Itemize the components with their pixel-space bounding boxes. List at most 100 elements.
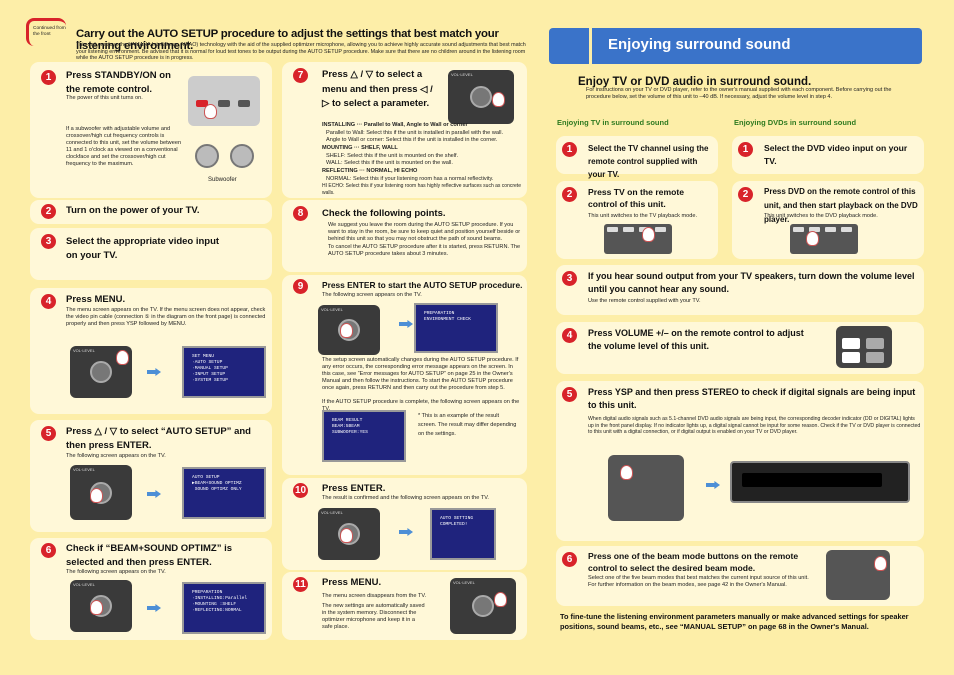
- step-number: 2: [738, 187, 753, 202]
- remote-control-image: [608, 455, 684, 521]
- step-title: Check if “BEAM+SOUND OPTIMZ” is selected…: [66, 543, 233, 568]
- arrow-icon: [147, 368, 161, 376]
- install-line-6: WALL: Select this if the unit is mounted…: [326, 160, 453, 166]
- step-desc: This unit switches to the DVD playback m…: [764, 213, 878, 219]
- install-line-9: HI ECHO: Select this if your listening r…: [322, 183, 521, 196]
- step-desc: We suggest you leave the room during the…: [328, 222, 521, 242]
- step-number: 11: [293, 577, 308, 592]
- banner: Enjoying surround sound: [592, 28, 922, 64]
- step-title: Press YSP and then press STEREO to check…: [588, 387, 916, 410]
- arrow-icon: [147, 604, 161, 612]
- step-extra: If a subwoofer with adjustable volume an…: [66, 126, 182, 167]
- hand-pointer-icon: [90, 488, 103, 503]
- step-desc: When digital audio signals such as 5.1-c…: [588, 416, 921, 435]
- step-title: Press △ / ▽ to select “AUTO SETUP” and t…: [66, 426, 251, 451]
- tv-step-1-card: 1 Select the TV channel using the remote…: [556, 136, 718, 179]
- step-number: 5: [562, 387, 577, 402]
- step-number: 10: [293, 483, 308, 498]
- step-6-card: 6 Check if “BEAM+SOUND OPTIMZ” is select…: [30, 538, 272, 640]
- banner-square: [549, 28, 589, 64]
- tv-screen-auto-setup: AUTO SETUP ▶BEAM+SOUND OPTIMZ SOUND OPTI…: [182, 467, 266, 519]
- dvd-step-1-card: 1 Select the DVD video input on your TV.: [732, 136, 924, 174]
- remote-control-image: [188, 76, 260, 126]
- arrow-icon: [147, 490, 161, 498]
- right-heading: Enjoy TV or DVD audio in surround sound.: [578, 76, 812, 88]
- step-number: 1: [562, 142, 577, 157]
- step-title: Press one of the beam mode buttons on th…: [588, 551, 799, 573]
- arrow-icon: [399, 320, 413, 328]
- step-3-card: 3 Select the appropriate video input on …: [30, 228, 272, 280]
- install-line-8: NORMAL: Select this if your listening ro…: [326, 176, 494, 182]
- step-2-card: 2 Turn on the power of your TV.: [30, 200, 272, 224]
- step-desc: The menu screen disappears from the TV.: [322, 593, 427, 599]
- subwoofer-caption: Subwoofer: [208, 177, 237, 183]
- tv-screen-preparation: PREPARATION ·INSTALLING:Parallel ·MOUNTI…: [182, 582, 266, 634]
- step-4-card-right: 4 Press VOLUME +/– on the remote control…: [556, 322, 924, 374]
- tv-subheading: Enjoying TV in surround sound: [557, 118, 669, 127]
- step-5-card-right: 5 Press YSP and then press STEREO to che…: [556, 381, 924, 541]
- step-number: 4: [41, 294, 56, 309]
- dvd-subheading: Enjoying DVDs in surround sound: [734, 118, 857, 127]
- step-desc: Use the remote control supplied with you…: [588, 298, 701, 304]
- step-title: Press TV on the remote control of this u…: [588, 187, 684, 209]
- step-4-card: 4 Press MENU. The menu screen appears on…: [30, 288, 272, 414]
- hand-pointer-icon: [204, 104, 217, 119]
- continued-label: Continued from the front: [33, 26, 66, 37]
- install-line-4: MOUNTING ··· SHELF, WALL: [322, 145, 398, 151]
- step-desc: The following screen appears on the TV.: [66, 569, 166, 575]
- step-number: 3: [41, 234, 56, 249]
- crossover-knob-icon: [230, 144, 254, 168]
- step-number: 2: [41, 204, 56, 219]
- step-desc: The result is confirmed and the followin…: [322, 495, 489, 501]
- step-title: Press MENU.: [322, 577, 382, 588]
- step-number: 2: [562, 187, 577, 202]
- step-desc-3: If the AUTO SETUP procedure is complete,…: [322, 399, 520, 412]
- step-3-card-right: 3 If you hear sound output from your TV …: [556, 265, 924, 315]
- tv-screen-complete: AUTO SETTING COMPLETED!: [430, 508, 496, 560]
- remote-control-image: VOL·LEVEL: [450, 578, 516, 634]
- step-number: 5: [41, 426, 56, 441]
- step-number: 6: [41, 543, 56, 558]
- step-title: Press △ / ▽ to select a menu and then pr…: [322, 69, 433, 109]
- step-1-card: 1 Press STANDBY/ON on the remote control…: [30, 62, 272, 198]
- step-desc-2: To cancel the AUTO SETUP procedure after…: [328, 244, 521, 257]
- step-title: Press ENTER.: [322, 483, 386, 494]
- step-11-card: 11 Press MENU. The menu screen disappear…: [282, 572, 527, 640]
- hand-pointer-icon: [340, 323, 353, 338]
- step-desc: The power of this unit turns on.: [66, 95, 143, 101]
- hand-pointer-icon: [874, 556, 887, 571]
- step-6-card-right: 6 Press one of the beam mode buttons on …: [556, 546, 924, 606]
- step-title: Press MENU.: [66, 294, 126, 305]
- step-number: 6: [562, 552, 577, 567]
- step-title: Select the appropriate video input on yo…: [66, 236, 220, 261]
- step-number: 1: [41, 70, 56, 85]
- step-title: Press DVD on the remote control of this …: [764, 187, 918, 224]
- hand-pointer-icon: [494, 592, 507, 607]
- step-title: Press ENTER to start the AUTO SETUP proc…: [322, 280, 523, 290]
- banner-title: Enjoying surround sound: [608, 36, 791, 53]
- step-number: 3: [562, 271, 577, 286]
- step-desc: Select one of the five beam modes that b…: [588, 575, 809, 588]
- hand-pointer-icon: [620, 465, 633, 480]
- step-number: 1: [738, 142, 753, 157]
- volume-knob-icon: [195, 144, 219, 168]
- step-title: Select the DVD video input on your TV.: [764, 143, 908, 166]
- volume-buttons-image: [836, 326, 892, 368]
- hand-pointer-icon: [340, 528, 353, 543]
- step-title: Check the following points.: [322, 208, 446, 219]
- step-title: If you hear sound output from your TV sp…: [588, 271, 915, 294]
- hand-pointer-icon: [642, 227, 655, 242]
- step-9-card: 9 Press ENTER to start the AUTO SETUP pr…: [282, 275, 527, 475]
- hand-pointer-icon: [116, 350, 129, 365]
- install-line-2: Parallel to Wall: Select this if the uni…: [326, 130, 504, 136]
- step-10-card: 10 Press ENTER. The result is confirmed …: [282, 478, 527, 570]
- remote-buttons-image: [604, 224, 672, 254]
- left-title: Carry out the AUTO SETUP procedure to ad…: [76, 28, 499, 52]
- step-title: Select the TV channel using the remote c…: [588, 144, 709, 179]
- step-title: Turn on the power of your TV.: [66, 205, 200, 216]
- install-line-5: SHELF: Select this if the unit is mounte…: [326, 153, 459, 159]
- install-line-3: Angle to Wall or corner: Select this if …: [326, 137, 498, 143]
- hand-pointer-icon: [90, 600, 103, 615]
- step-desc: The following screen appears on the TV.: [66, 453, 166, 459]
- tv-screen-result: BEAM RESULT BEAM:5BEAM SUBWOOFER:YES: [322, 410, 406, 462]
